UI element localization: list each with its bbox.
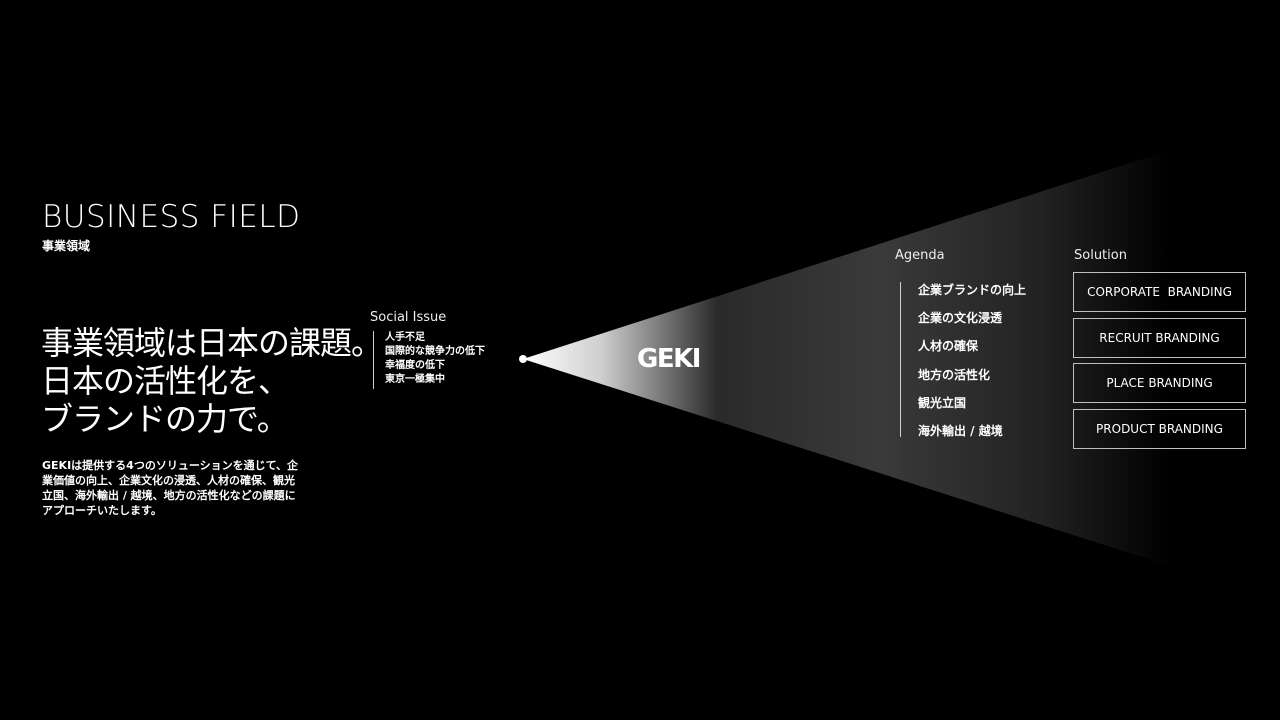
social-issue-item: 人手不足 (385, 332, 425, 343)
agenda-item: 人材の確保 (918, 339, 979, 354)
agenda-item: 観光立国 (918, 395, 967, 410)
agenda-item: 海外輸出 / 越境 (918, 423, 1003, 438)
lead-line: 業価値の向上、企業文化の浸透、人材の確保、観光 (42, 474, 295, 487)
social-issue-item: 東京一極集中 (385, 374, 445, 385)
solution-corporate-branding-button[interactable]: CORPORATE BRANDING (1073, 272, 1246, 312)
lead-line: 立国、海外輸出 / 越境、地方の活性化などの課題に (42, 489, 296, 502)
solution-recruit-branding-button[interactable]: RECRUIT BRANDING (1073, 317, 1246, 358)
section-title: BUSINESS FIELD (42, 199, 301, 235)
section-subtitle: 事業領域 (42, 239, 91, 253)
lead-paragraph: GEKIは提供する4つのソリューションを通じて、企 業価値の向上、企業文化の浸透… (42, 458, 317, 518)
headline-line: 日本の活性化を、 (41, 362, 290, 400)
social-issue-item: 幸福度の低下 (385, 360, 445, 371)
beam-origin-dot (519, 355, 527, 363)
solution-product-branding-button[interactable]: PRODUCT BRANDING (1073, 408, 1246, 449)
solution-title: Solution (1074, 248, 1127, 263)
geki-logo: GEKI (637, 344, 701, 374)
agenda-title: Agenda (895, 248, 945, 263)
agenda-item: 地方の活性化 (918, 367, 991, 382)
lead-line: アプローチいたします。 (42, 504, 162, 517)
headline-line: ブランドの力で。 (41, 400, 289, 438)
headline: 事業領域は日本の課題。 日本の活性化を、 ブランドの力で。 (41, 324, 383, 438)
solution-place-branding-button[interactable]: PLACE BRANDING (1073, 363, 1246, 403)
headline-line: 事業領域は日本の課題。 (41, 324, 383, 362)
agenda-list: 企業ブランドの向上 企業の文化浸透 人材の確保 地方の活性化 観光立国 海外輸出… (900, 282, 1027, 438)
lead-line: GEKIは提供する4つのソリューションを通じて、企 (42, 459, 299, 472)
social-issue-list: 人手不足 国際的な競争力の低下 幸福度の低下 東京一極集中 (373, 331, 485, 389)
agenda-item: 企業ブランドの向上 (918, 283, 1027, 297)
social-issue-item: 国際的な競争力の低下 (385, 346, 485, 357)
solution-list: CORPORATE BRANDING RECRUIT BRANDING PLAC… (1073, 272, 1246, 454)
social-issue-title: Social Issue (370, 310, 447, 325)
agenda-item: 企業の文化浸透 (918, 311, 1003, 326)
